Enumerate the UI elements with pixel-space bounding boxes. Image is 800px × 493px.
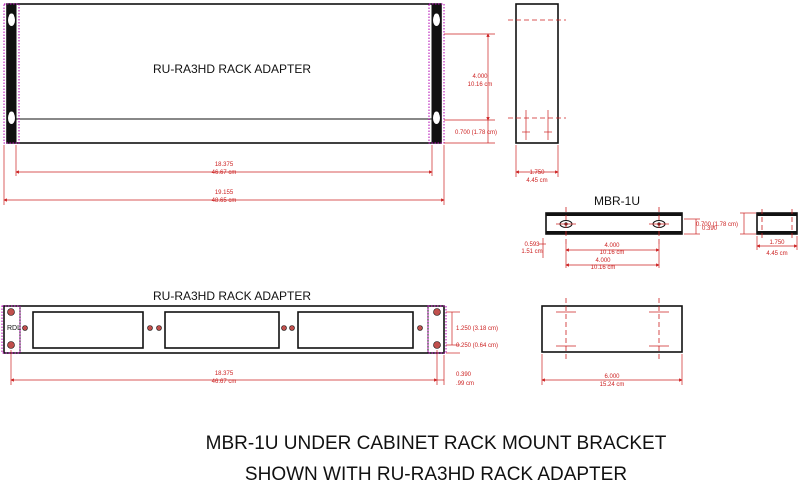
module-opening-2 [164, 311, 280, 349]
plan-outline [541, 305, 683, 353]
dim-top-height-cm: 10.16 cm [468, 82, 493, 88]
small-side-outline [756, 212, 798, 235]
front-adapter-view: RU-RA3HD RACK ADAPTER RDL 1.250 (3.18 cm… [1, 289, 498, 387]
dim-front-inner: 18.375 [215, 371, 234, 377]
mount-hole [433, 341, 441, 349]
dim-front-right-cm: .99 cm [456, 381, 474, 387]
dim-top-lip: 0.700 (1.78 cm) [455, 130, 497, 136]
dim-mbr-left: 0.593 [524, 242, 540, 248]
dim-front-inner-cm: 46.67 cm [212, 379, 237, 385]
title-line-2: SHOWN WITH RU-RA3HD RACK ADAPTER [245, 464, 627, 485]
mount-hole [433, 308, 441, 316]
front-adapter-label: RU-RA3HD RACK ADAPTER [153, 289, 311, 303]
dim-top-overall: 19.155 [215, 190, 234, 196]
dim-top-overall-cm: 48.65 cm [212, 198, 237, 204]
side-view: 1.750 4.45 cm [508, 3, 566, 184]
dim-mbr-left-cm: 1.51 cm [521, 249, 542, 255]
right-ear [432, 4, 441, 143]
mbr-label: MBR-1U [594, 194, 640, 208]
module-opening-1 [32, 311, 144, 349]
dim-small-side-height: 0.700 (1.78 cm) [696, 222, 738, 228]
dim-plan-width-cm: 15.24 cm [600, 382, 625, 388]
top-adapter-label: RU-RA3HD RACK ADAPTER [153, 62, 311, 76]
mount-hole [7, 308, 15, 316]
dim-mbr-span-cm: 10.16 cm [591, 265, 616, 271]
dim-mbr-slot-cm: 10.16 cm [600, 250, 625, 256]
module-opening-3 [297, 311, 414, 349]
rdl-logo: RDL [7, 325, 21, 332]
front-adapter-outline [3, 305, 445, 354]
dim-top-height: 4.000 [472, 74, 488, 80]
dim-mbr-span: 4.000 [595, 258, 611, 264]
small-side-view: 0.700 (1.78 cm) 1.750 4.45 cm [696, 209, 798, 257]
dim-front-offset: 0.250 (0.64 cm) [456, 343, 498, 349]
left-ear [7, 4, 16, 143]
dim-small-side-width-cm: 4.45 cm [766, 251, 787, 257]
dim-side-width-cm: 4.45 cm [526, 178, 547, 184]
mbr-bracket-view: MBR-1U 0.390 0.593 1.51 cm 4.000 10.16 c… [521, 194, 717, 271]
side-outline [515, 3, 559, 144]
dim-front-right: 0.390 [456, 372, 472, 378]
dim-plan-width: 6.000 [604, 374, 620, 380]
dim-top-inner-cm: 46.67 cm [212, 170, 237, 176]
plan-view: 6.000 15.24 cm [541, 298, 683, 388]
title-line-1: MBR-1U UNDER CABINET RACK MOUNT BRACKET [206, 433, 667, 454]
top-adapter-view: RU-RA3HD RACK ADAPTER 4.000 10.16 cm 0.7… [3, 3, 497, 205]
dim-top-inner: 18.375 [215, 162, 234, 168]
keyhole-icon [8, 13, 440, 124]
dim-small-side-width: 1.750 [769, 240, 785, 246]
dim-mbr-slot: 4.000 [604, 243, 620, 249]
dim-front-height: 1.250 (3.18 cm) [456, 326, 498, 332]
dim-side-width: 1.750 [529, 170, 545, 176]
dim-mbr-right: 0.390 [702, 226, 718, 232]
mount-hole [7, 341, 15, 349]
